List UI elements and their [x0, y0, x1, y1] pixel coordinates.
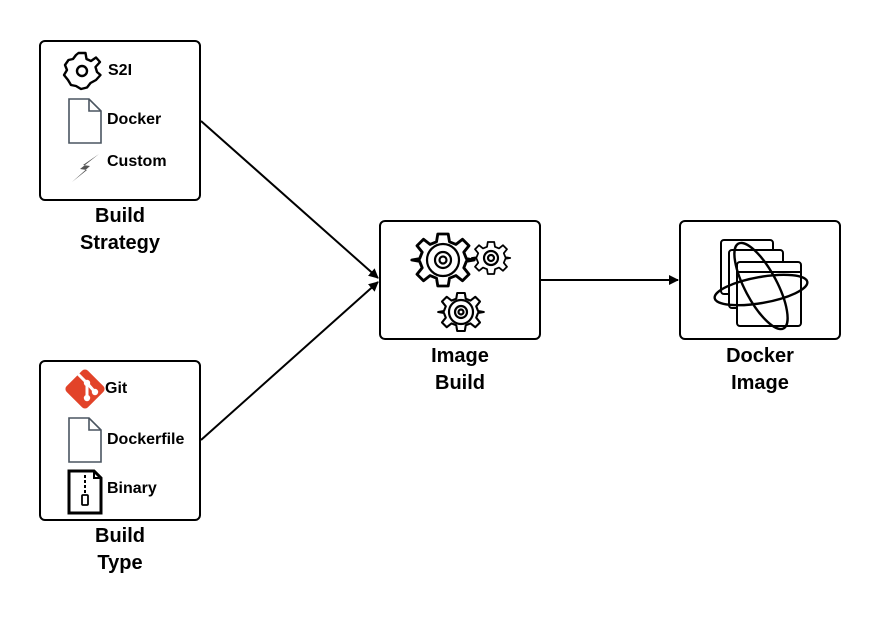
gear-icon	[61, 50, 103, 92]
type-item-binary: Binary	[67, 469, 157, 515]
arrow-strategy-to-build	[200, 120, 379, 279]
strategy-item-docker: Docker	[67, 98, 161, 144]
build-type-box: Git Dockerfile Binary	[39, 360, 201, 521]
image-build-box	[379, 220, 541, 340]
zip-file-icon	[67, 469, 103, 515]
image-build-caption: Image Build	[431, 345, 489, 394]
container-image-icon	[709, 232, 813, 336]
type-item-git: Git	[63, 367, 127, 411]
type-label-git: Git	[105, 380, 128, 397]
type-item-dockerfile: Dockerfile	[67, 417, 184, 463]
strategy-item-s2i: S2I	[61, 50, 132, 92]
arrow-type-to-build	[200, 281, 379, 441]
docker-image-box	[679, 220, 841, 340]
git-icon	[63, 367, 107, 411]
strategy-item-custom: Custom	[69, 152, 167, 184]
build-strategy-caption: Build Strategy	[79, 205, 161, 254]
strategy-label-s2i: S2I	[108, 62, 133, 79]
document-icon	[67, 417, 103, 463]
lightning-icon	[69, 152, 103, 184]
gears-icon	[409, 226, 513, 338]
build-strategy-box: S2I Docker Custom	[39, 40, 201, 201]
docker-image-caption: Docker Image	[726, 345, 794, 394]
type-label-dockerfile: Dockerfile	[107, 431, 185, 448]
type-label-binary: Binary	[107, 480, 157, 497]
strategy-label-docker: Docker	[107, 111, 162, 128]
document-icon	[67, 98, 103, 144]
build-type-caption: Build Type	[95, 525, 145, 574]
strategy-label-custom: Custom	[107, 153, 167, 170]
